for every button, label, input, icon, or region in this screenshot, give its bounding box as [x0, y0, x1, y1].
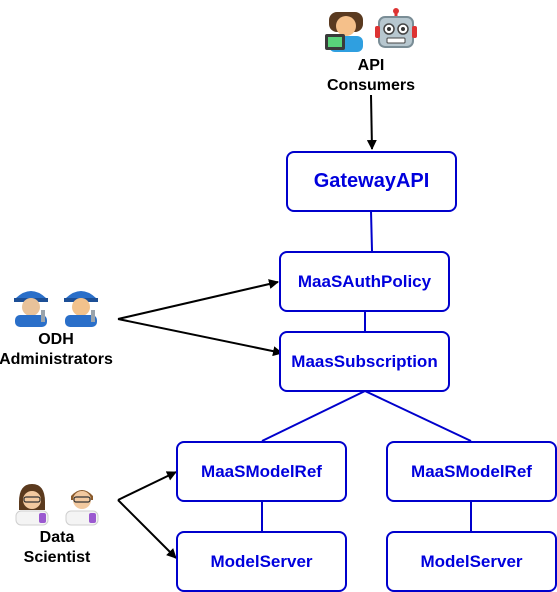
- gateway-api-node: GatewayAPI: [286, 151, 457, 212]
- actor-odh-administrators: ODH Administrators: [0, 282, 116, 370]
- maas-subscription-node: MaasSubscription: [279, 331, 450, 392]
- arrow-admins-to-subscription: [117, 318, 283, 357]
- technologist-icon: [325, 12, 363, 52]
- mechanic-icon: [14, 291, 48, 327]
- connector-subscription-to-modelref-right: [364, 390, 472, 442]
- actor-label: ODH Administrators: [0, 331, 113, 368]
- robot-icon: [375, 8, 417, 48]
- arrow-scientist-to-modelserver: [117, 499, 177, 559]
- actor-label: API Consumers: [326, 57, 416, 94]
- maas-model-ref-node-right: MaaSModelRef: [386, 441, 557, 502]
- model-server-node-left: ModelServer: [176, 531, 347, 592]
- arrow-admins-to-authpolicy: [117, 279, 279, 320]
- model-server-node-right: ModelServer: [386, 531, 557, 592]
- actor-label: Data Scientist: [23, 529, 91, 566]
- actor-data-scientist: Data Scientist: [0, 480, 117, 568]
- maas-model-ref-node-left: MaaSModelRef: [176, 441, 347, 502]
- arrow-consumers-to-gateway: [366, 94, 377, 150]
- scientist-icon: [65, 490, 99, 526]
- mechanic-icon: [64, 291, 98, 327]
- arrow-scientist-to-modelref: [117, 471, 177, 501]
- actor-api-consumers: API Consumers: [311, 8, 431, 96]
- scientist-icon: [15, 484, 49, 526]
- connector-gateway-to-authpolicy: [370, 210, 373, 252]
- maas-auth-policy-node: MaaSAuthPolicy: [279, 251, 450, 312]
- connector-subscription-to-modelref-left: [261, 390, 366, 442]
